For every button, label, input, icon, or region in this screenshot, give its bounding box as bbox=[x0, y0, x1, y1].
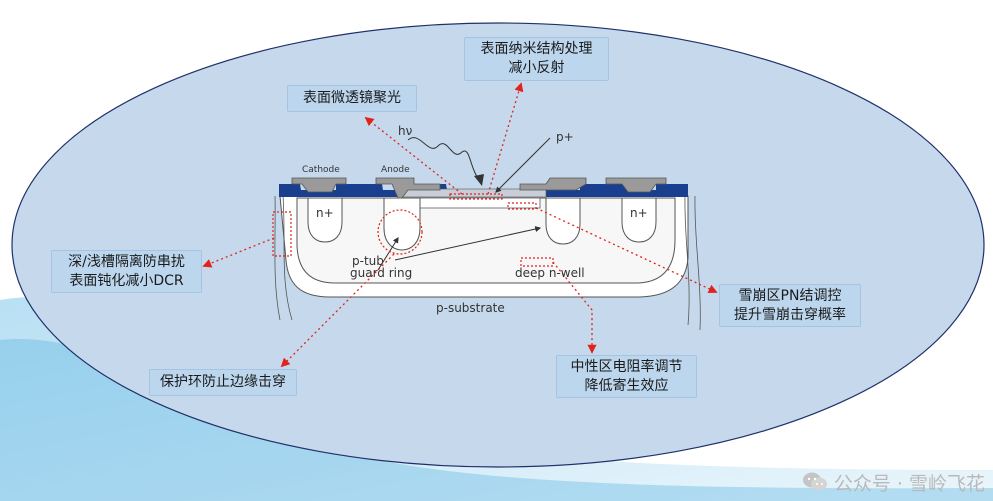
anode-label: Anode bbox=[381, 165, 410, 175]
deep-n-well-label: deep n-well bbox=[515, 266, 585, 280]
n-plus-right-well bbox=[621, 197, 657, 243]
callout-nano-line-1: 表面纳米结构处理 bbox=[480, 41, 593, 57]
wechat-icon bbox=[802, 472, 827, 491]
guard-ring-right-well bbox=[545, 197, 581, 245]
callout-neutral-line-2: 降低寄生效应 bbox=[584, 377, 669, 394]
anode-metal bbox=[375, 177, 441, 199]
arrow-to-nano bbox=[487, 82, 524, 195]
p-plus-pointer bbox=[495, 137, 551, 193]
background-wave-2 bbox=[0, 339, 993, 501]
right-edge-line-2 bbox=[694, 195, 701, 331]
photon-wave bbox=[407, 137, 479, 179]
arrow-to-guard bbox=[280, 253, 395, 368]
pn-junction-marker bbox=[507, 202, 537, 210]
cathode-metal-right bbox=[605, 177, 667, 193]
left-edge-line bbox=[282, 195, 293, 321]
callout-trench-line-2: 表面钝化减小DCR bbox=[69, 272, 184, 289]
callout-trench-isolation: 深/浅槽隔离防串扰 表面钝化减小DCR bbox=[51, 250, 202, 293]
watermark-text: 公众号 · 雪岭飞花 bbox=[833, 472, 985, 495]
arrow-to-microlens bbox=[364, 116, 463, 195]
callout-microlens-line-1: 表面微透镜聚光 bbox=[303, 90, 401, 106]
p-plus-label: p+ bbox=[556, 130, 574, 144]
p-tub-pointer bbox=[394, 226, 542, 261]
cathode-metal-left bbox=[291, 177, 347, 193]
n-plus-left-label: n+ bbox=[316, 206, 334, 220]
callout-nano-line-2: 减小反射 bbox=[508, 60, 565, 76]
arrow-to-avalanche bbox=[535, 207, 718, 294]
p-substrate-label: p-substrate bbox=[436, 301, 505, 315]
photon-arrowhead bbox=[474, 174, 484, 186]
callout-neutral-line-1: 中性区电阻率调节 bbox=[570, 358, 683, 375]
callout-neutral-region: 中性区电阻率调节 降低寄生效应 bbox=[556, 355, 697, 398]
callout-nano-structure: 表面纳米结构处理 减小反射 bbox=[464, 37, 609, 81]
cathode-label: Cathode bbox=[302, 165, 340, 175]
callout-avalanche-line-2: 提升雪崩击穿概率 bbox=[734, 306, 846, 323]
guard-ring-left-well bbox=[383, 197, 421, 251]
left-edge-line-2 bbox=[274, 195, 281, 321]
background-wave bbox=[0, 296, 993, 501]
n-plus-left-well bbox=[307, 197, 343, 243]
watermark: 公众号 · 雪岭飞花 bbox=[802, 469, 985, 495]
surface-nano-marker bbox=[449, 193, 503, 200]
n-plus-right-label: n+ bbox=[630, 206, 648, 220]
right-edge-line bbox=[684, 195, 690, 326]
callout-avalanche-line-1: 雪崩区PN结调控 bbox=[738, 287, 842, 304]
callout-trench-line-1: 深/浅槽隔离防串扰 bbox=[68, 253, 185, 270]
trench-marker bbox=[272, 211, 292, 257]
arrow-to-neutral bbox=[552, 261, 597, 354]
anode-metal-right bbox=[519, 177, 587, 191]
guard-ring-marker bbox=[377, 209, 423, 255]
callout-guard-ring: 保护环防止边缘击穿 bbox=[149, 369, 297, 396]
callout-guard-line-1: 保护环防止边缘击穿 bbox=[160, 374, 286, 390]
hv-label: hν bbox=[398, 124, 413, 138]
p-tub-label: p-tub bbox=[352, 254, 384, 268]
callout-avalanche-junction: 雪崩区PN结调控 提升雪崩击穿概率 bbox=[719, 284, 861, 327]
guard-ring-label: guard ring bbox=[350, 266, 413, 280]
callout-microlens: 表面微透镜聚光 bbox=[287, 85, 417, 112]
guard-ring-pointer bbox=[377, 236, 399, 271]
